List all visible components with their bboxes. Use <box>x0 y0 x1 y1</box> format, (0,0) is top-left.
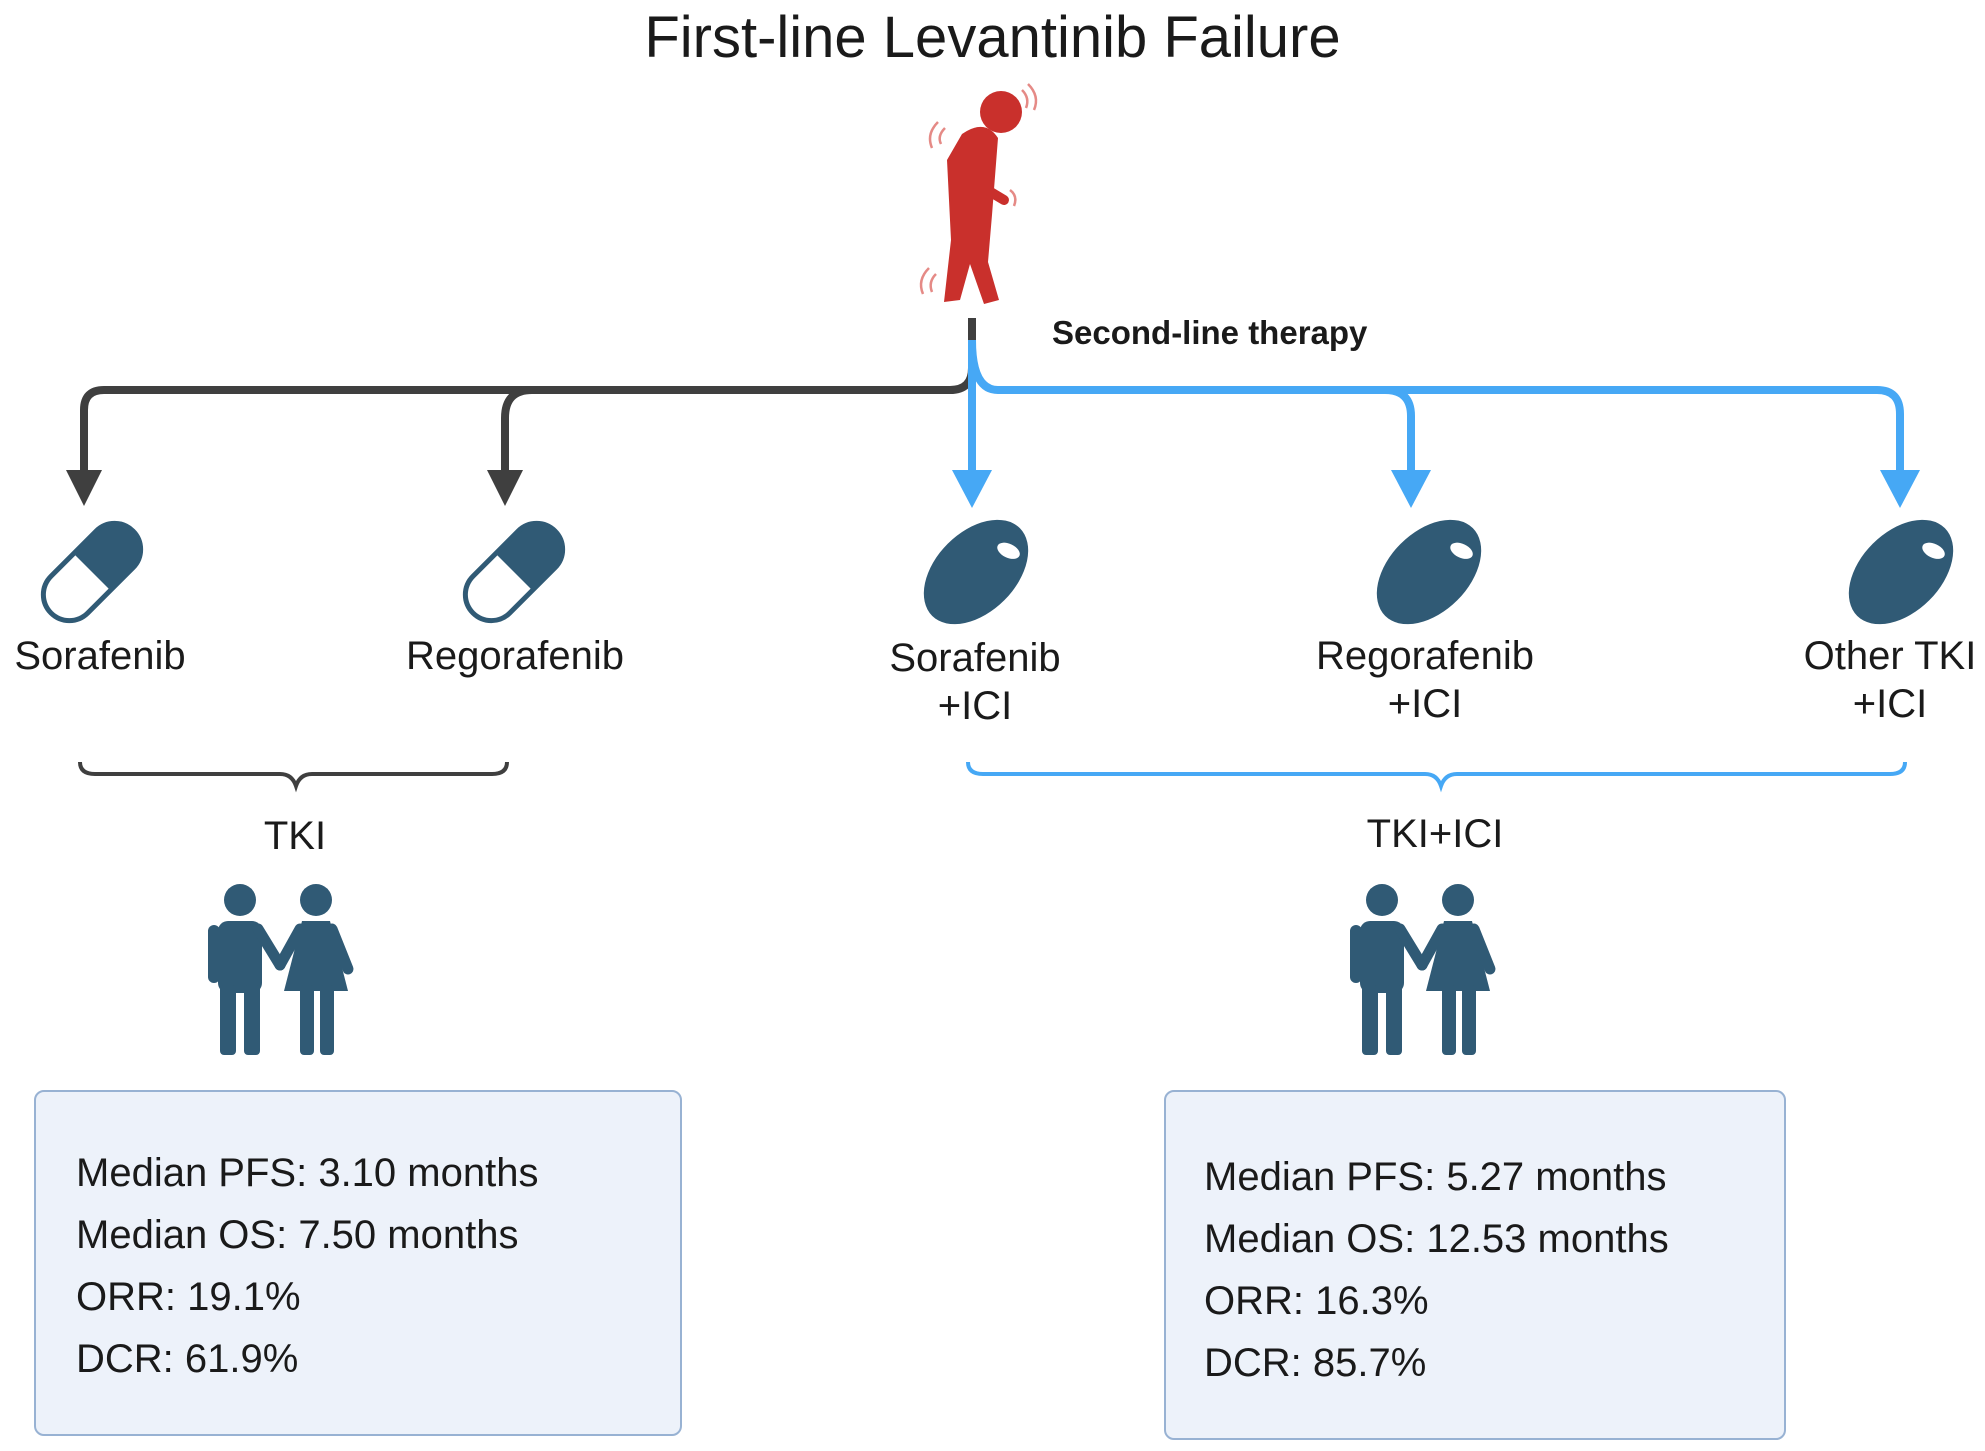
arrow-head-sorafenib <box>66 470 102 506</box>
stats-box-tki: Median PFS: 3.10 months Median OS: 7.50 … <box>34 1090 682 1436</box>
stat-dcr: DCR: 61.9% <box>76 1337 299 1381</box>
arrow-head-other-tki-ici <box>1880 470 1920 508</box>
capsule-icon-regorafenib <box>455 513 574 632</box>
arrow-head-sorafenib-ici <box>952 470 992 508</box>
treatment-label-regorafenib: Regorafenib <box>406 634 624 678</box>
stat-median-os: Median OS: 12.53 months <box>1204 1217 1669 1261</box>
group-label-tki-ici: TKI+ICI <box>1366 812 1504 856</box>
tablet-icon-other-tki-ici <box>1828 499 1974 645</box>
stat-median-pfs: Median PFS: 5.27 months <box>1204 1155 1667 1199</box>
stat-median-pfs: Median PFS: 3.10 months <box>76 1151 539 1195</box>
arrow-head-regorafenib-ici <box>1391 470 1431 508</box>
stat-orr: ORR: 16.3% <box>1204 1279 1429 1323</box>
arrow-head-regorafenib <box>487 470 523 506</box>
capsule-icon-sorafenib <box>33 513 152 632</box>
group-label-tki: TKI <box>263 814 327 858</box>
treatment-label-sorafenib: Sorafenib <box>14 634 186 678</box>
tablet-icon-sorafenib-ici <box>903 499 1049 645</box>
combo-branch-lines <box>968 339 1904 470</box>
stats-box-tki-ici: Median PFS: 5.27 months Median OS: 12.53… <box>1164 1090 1786 1440</box>
second-line-label: Second-line therapy <box>1052 314 1368 351</box>
tki-ici-brace <box>966 761 1907 793</box>
couple-icon-tki <box>208 884 348 1055</box>
unwell-person-icon <box>919 83 1038 304</box>
treatment-label-regorafenib-ici: Regorafenib+ICI <box>1316 634 1534 726</box>
tki-branch-lines <box>80 318 976 470</box>
tki-brace <box>78 761 509 793</box>
stat-orr: ORR: 19.1% <box>76 1275 301 1319</box>
couple-icon-tki-ici <box>1350 884 1490 1055</box>
tablet-icon-regorafenib-ici <box>1356 499 1502 645</box>
stat-median-os: Median OS: 7.50 months <box>76 1213 519 1257</box>
stat-dcr: DCR: 85.7% <box>1204 1341 1427 1385</box>
treatment-label-other-tki-ici: Other TKI+ICI <box>1803 634 1977 726</box>
diagram-title: First-line Levantinib Failure <box>644 5 1341 70</box>
treatment-label-sorafenib-ici: Sorafenib+ICI <box>889 636 1061 728</box>
